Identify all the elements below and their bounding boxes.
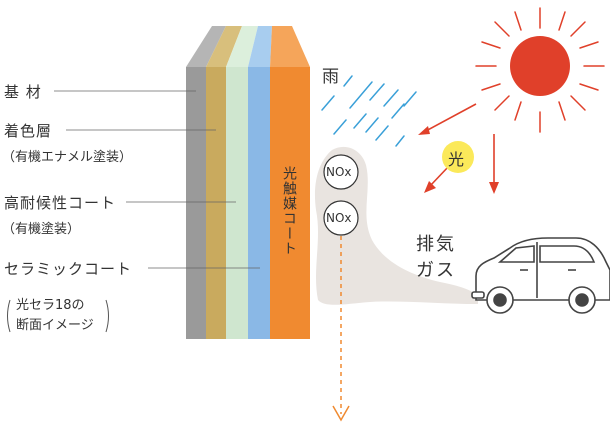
label-note-line1: 光セラ18の [16, 298, 85, 313]
layer-photocatalyst [270, 67, 310, 339]
light-badge [442, 141, 474, 173]
car-wheels [486, 286, 596, 314]
layer-color [206, 67, 226, 339]
sun-icon [475, 7, 605, 133]
layer-ceramic [248, 67, 270, 339]
label-light: 光 [448, 150, 467, 169]
label-note-line2: 断面イメージ [16, 318, 94, 333]
nox-circle-1 [323, 154, 359, 190]
label-substrate: 基 材 [4, 83, 42, 101]
layer-top-weather [226, 26, 258, 67]
label-nox-2: NOx [326, 211, 352, 225]
label-exhaust-line2: ガス [416, 260, 456, 281]
sun-disc [510, 36, 570, 96]
rain-lines [321, 75, 417, 147]
layer-weather [226, 67, 248, 339]
layer-top-substrate [186, 26, 226, 67]
layer-top-ceramic [248, 26, 272, 67]
nox-circle-2 [323, 200, 359, 236]
label-color-layer-sub: （有機エナメル塗装） [2, 150, 133, 165]
note-bracket-right [105, 299, 109, 333]
layer-top-photocatalyst [270, 26, 310, 67]
note-bracket-left [7, 299, 11, 333]
label-exhaust-line1: 排気 [416, 234, 456, 255]
exhaust-smoke [314, 146, 478, 305]
label-ceramic-coat: セラミックコート [4, 260, 133, 278]
nox-down-arrow-head [332, 405, 350, 422]
label-color-layer: 着色層 [4, 122, 53, 140]
layer-substrate [186, 67, 206, 339]
layer-top-color [206, 26, 242, 67]
label-weather-coat-sub: （有機塗装） [2, 222, 81, 237]
label-rain: 雨 [322, 67, 341, 87]
car-icon [471, 237, 610, 301]
label-weather-coat: 高耐候性コート [4, 194, 117, 212]
label-nox-1: NOx [326, 165, 352, 179]
label-photocatalyst: 光触媒コート [281, 166, 297, 256]
